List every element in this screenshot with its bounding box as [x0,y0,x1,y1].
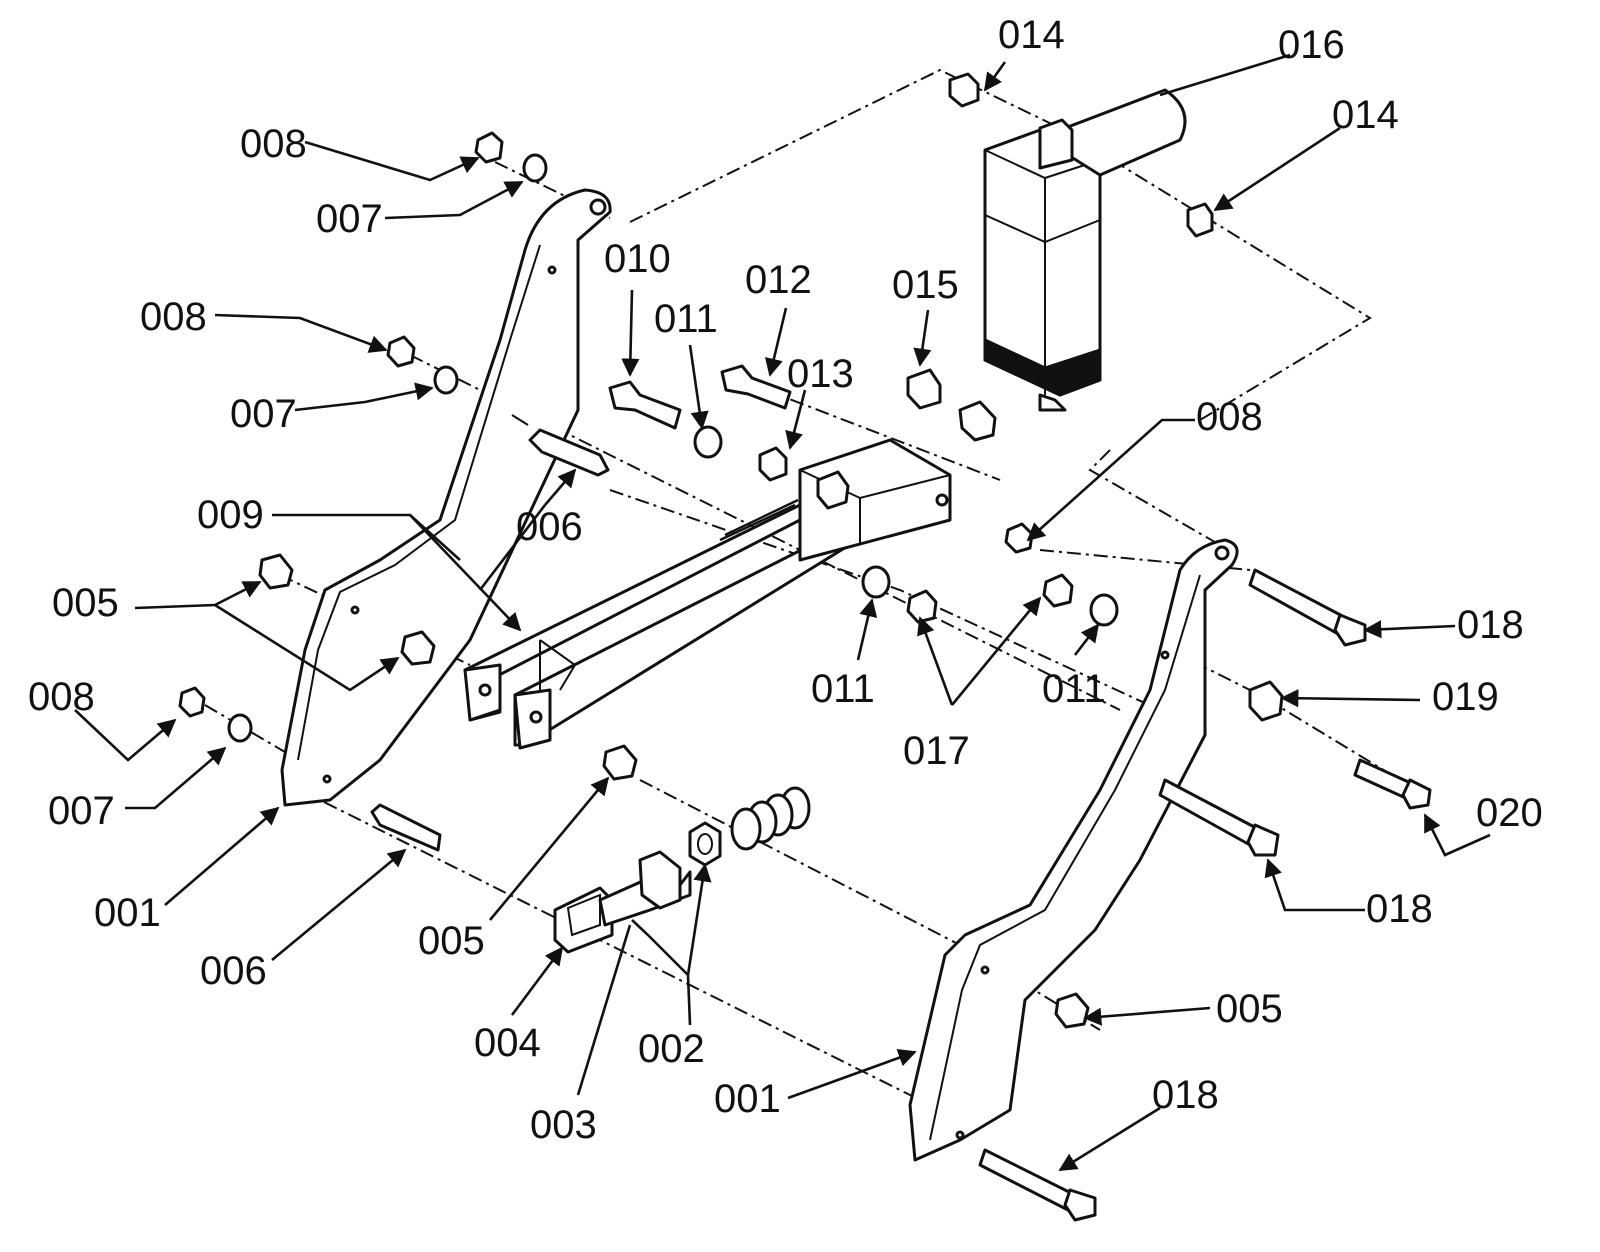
bolt-020 [1353,758,1432,810]
bolt-010 [608,380,682,430]
latch-assembly [553,850,692,954]
label-015: 015 [892,263,959,307]
label-011-top: 011 [654,297,718,341]
label-018-mid: 018 [1366,887,1433,931]
label-007-top: 007 [316,197,383,241]
label-019: 019 [1432,675,1499,719]
actuator-cylinder [983,88,1187,412]
label-003: 003 [530,1103,597,1147]
spring-assembly [688,786,811,867]
label-011-bottom: 011 [811,667,875,711]
center-frame [463,438,952,750]
label-014-top: 014 [998,13,1065,57]
label-014-right: 014 [1332,93,1399,137]
leader-lines [74,53,1491,1172]
bolt-012 [720,364,792,410]
bolt-bottom [978,1148,1097,1222]
label-016: 016 [1278,23,1345,67]
label-012: 012 [745,258,812,302]
label-017: 017 [903,729,970,773]
hardware-nuts-washers [178,131,1119,1029]
label-006-lower: 006 [200,949,267,993]
pin-upper [511,414,610,477]
label-013: 013 [787,352,854,396]
label-001-left: 001 [94,891,161,935]
label-007-mid: 007 [230,392,297,436]
part-labels: 014 016 014 008 007 010 012 015 008 011 … [28,13,1543,1147]
right-side-plate [908,538,1239,1162]
label-002: 002 [638,1027,705,1071]
label-010: 010 [604,237,671,281]
label-006-upper: 006 [516,505,583,549]
label-001-right: 001 [714,1077,781,1121]
label-005-center: 005 [418,919,485,963]
label-008-top: 008 [240,122,307,166]
label-011-right: 011 [1042,667,1106,711]
pin-lower [370,803,442,852]
label-004: 004 [474,1021,541,1065]
bolt-top-right [1248,568,1367,647]
label-009: 009 [197,493,264,537]
label-005-left: 005 [52,581,119,625]
bolt-mid-right [1158,778,1280,857]
label-008-mid: 008 [140,295,207,339]
label-008-right: 008 [1196,395,1263,439]
label-018-bottom: 018 [1152,1073,1219,1117]
label-018-top: 018 [1457,603,1524,647]
left-side-plate [280,188,612,807]
label-007-lower: 007 [48,789,115,833]
label-020: 020 [1476,791,1543,835]
label-005-right: 005 [1216,987,1283,1031]
label-008-lower: 008 [28,675,95,719]
bushings [758,72,1284,722]
